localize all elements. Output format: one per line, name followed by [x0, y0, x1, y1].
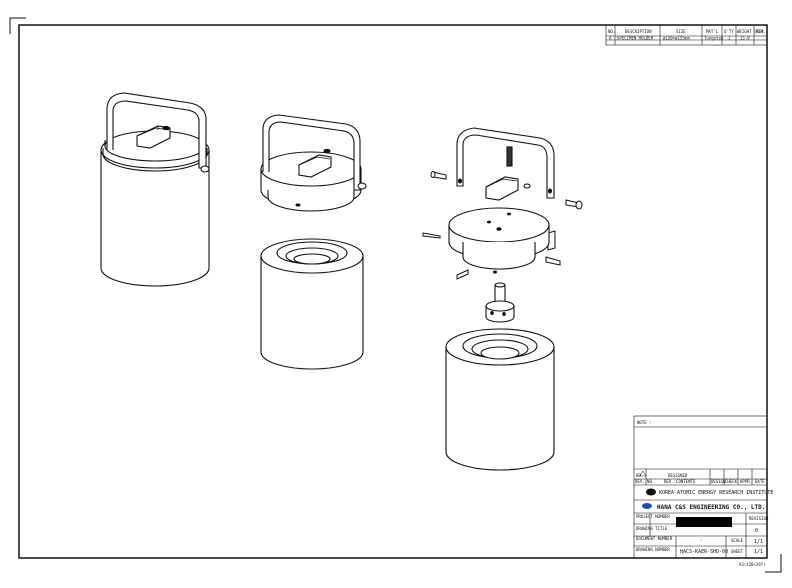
bom-row-size: ø150×ø155mm: [663, 36, 690, 41]
drawing-number-label: DRAWING NUMBER: [636, 547, 670, 552]
institute-name: KOREA ATOMIC ENERGY RESEARCH INSTITUTE: [659, 490, 773, 496]
drawing-title-redaction: [676, 517, 732, 527]
drawing-number: HACS-KAER-SHD-00: [680, 549, 728, 555]
bom-table: [605, 24, 768, 46]
rev-header-check: CHECK: [725, 479, 738, 484]
sheet-value: 1/1: [754, 549, 763, 555]
company-name: HANA C&S ENGINEERING CO., LTD.: [657, 504, 765, 511]
bom-header-qty: Q'TY: [724, 29, 734, 34]
title-block: [633, 415, 768, 559]
exploded-handle: [456, 127, 555, 199]
exploded-container: [445, 328, 555, 471]
document-number-value: -: [700, 538, 703, 544]
revision-value: 0: [755, 528, 758, 534]
rev-header-contents: REV. CONTENTS: [664, 479, 696, 484]
drawing-frame: [18, 24, 768, 559]
bom-row-qty: 1: [728, 36, 731, 41]
bom-row-weight: 15.8: [740, 36, 750, 41]
corner-mark-top-left: [9, 17, 26, 34]
rev-row-no: 00: [636, 473, 641, 478]
rev-row-contents: DESIGNED: [668, 473, 688, 478]
bom-row-description: SPECIMEN HOLDER: [617, 36, 654, 41]
side-pins: [422, 171, 583, 280]
rev-header-approval: APPR.: [740, 479, 752, 484]
assembled-holder: [100, 92, 210, 287]
note-label: NOTE :: [637, 420, 651, 425]
exploded-lid: [448, 207, 550, 274]
warning-triangle-icon: [639, 470, 647, 477]
bom-header-no: NO.: [608, 29, 615, 34]
rev-header-no: REV. NO.: [635, 479, 654, 484]
lid-assembly: [260, 114, 367, 212]
scale-label: SCALE: [731, 538, 744, 543]
bom-header-material: MAT'L: [706, 29, 719, 34]
rev-header-design: DESIGN: [711, 479, 726, 484]
centre-pin: [485, 282, 515, 323]
rev-header-date: DATE: [755, 479, 765, 484]
bom-row-material: Tungsten: [704, 36, 724, 41]
kaeri-logo: [646, 488, 656, 496]
scale-value: 1/1: [754, 539, 763, 545]
bom-row-no: A: [609, 36, 612, 41]
bom-header-weight: WEIGHT (KG): [737, 29, 764, 34]
bom-header-size: SIZE: [676, 29, 686, 34]
document-number-label: DOCUMENT NUMBER: [636, 536, 673, 541]
revision-label: REVISION: [749, 516, 769, 521]
paper-size: A3(420×297): [739, 562, 766, 567]
project-label: PROJECT NUMBER: [636, 514, 670, 519]
container-body: [260, 238, 364, 370]
exploded-grip: [485, 146, 531, 201]
lid-handle: [262, 114, 361, 191]
drawing-title-label: DRAWING TITLE: [636, 526, 668, 531]
corner-mark-bottom-right: [765, 554, 782, 573]
hana-logo: [642, 503, 652, 509]
sheet-label: SHEET: [731, 549, 744, 554]
bom-header-description: DESCRIPTION: [625, 29, 652, 34]
bom-header-remark: REM.: [756, 29, 766, 34]
